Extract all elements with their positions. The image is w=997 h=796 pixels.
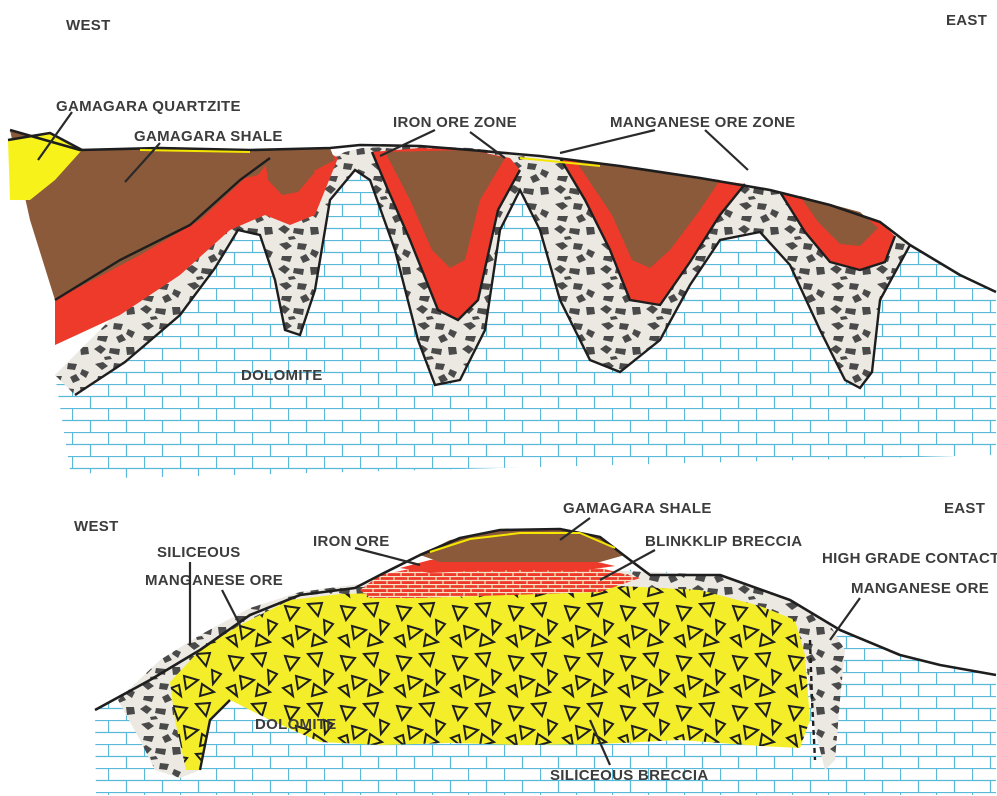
top-gamagara-shale-label: GAMAGARA SHALE	[134, 128, 283, 145]
top-west-label: WEST	[66, 17, 111, 34]
top-section: WEST EAST GAMAGARA QUARTZITE GAMAGARA SH…	[8, 12, 996, 478]
bottom-siliceous-label-2: MANGANESE ORE	[145, 572, 283, 589]
bottom-high-grade-label-2: MANGANESE ORE	[851, 580, 989, 597]
bottom-gamagara-shale-label: GAMAGARA SHALE	[563, 500, 712, 517]
top-dolomite-label: DOLOMITE	[241, 367, 323, 384]
bottom-blinkklip-breccia-label: BLINKKLIP BRECCIA	[645, 533, 802, 550]
bottom-siliceous-breccia-label: SILICEOUS BRECCIA	[550, 767, 708, 784]
bottom-west-label: WEST	[74, 518, 119, 535]
bottom-dolomite-label: DOLOMITE	[255, 716, 337, 733]
bottom-east-label: EAST	[944, 500, 985, 517]
bottom-iron-ore-leader	[355, 548, 420, 565]
top-manganese-ore-zone-label: MANGANESE ORE ZONE	[610, 114, 795, 131]
top-gamagara-quartzite-label: GAMAGARA QUARTZITE	[56, 98, 241, 115]
bottom-section: WEST EAST GAMAGARA SHALE IRON ORE BLINKK…	[74, 500, 997, 795]
top-iron-ore-zone-label: IRON ORE ZONE	[393, 114, 517, 131]
bottom-iron-ore-label: IRON ORE	[313, 533, 390, 550]
bottom-siliceous-label-1: SILICEOUS	[157, 544, 241, 561]
bottom-high-grade-label-1: HIGH GRADE CONTACT	[822, 550, 997, 567]
top-east-label: EAST	[946, 12, 987, 29]
